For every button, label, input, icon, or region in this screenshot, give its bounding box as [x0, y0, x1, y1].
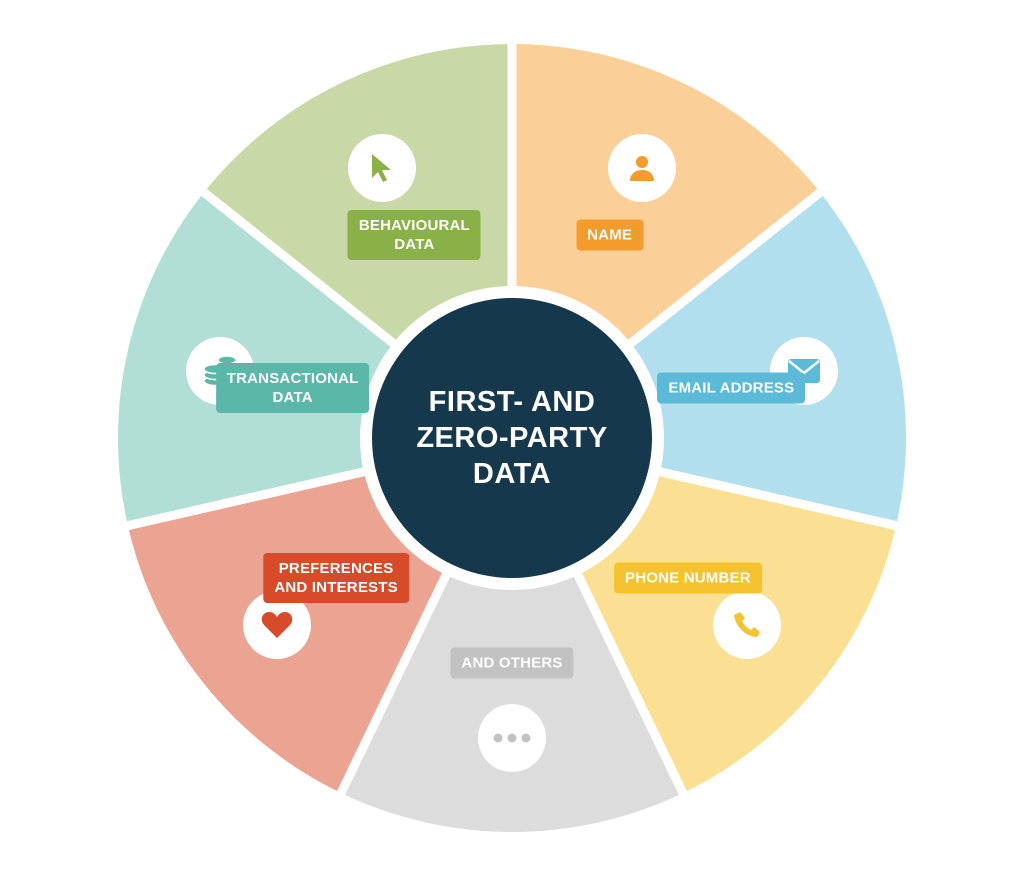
label-phone: PHONE NUMBER: [614, 562, 762, 594]
label-others: AND OTHERS: [450, 647, 574, 679]
label-email: EMAIL ADDRESS: [657, 372, 806, 404]
phone-icon: [712, 591, 781, 660]
segment-divider: [647, 464, 902, 531]
label-line: DATA: [272, 388, 313, 406]
ellipsis-icon: [478, 704, 546, 772]
label-line: BEHAVIOURAL: [358, 217, 470, 235]
segment-divider: [198, 186, 406, 355]
segment-email: [621, 192, 906, 526]
label-line: DATA: [394, 236, 435, 254]
label-line: AND INTERESTS: [274, 579, 398, 597]
center-title-line: FIRST- AND: [428, 386, 596, 418]
segment-divider: [568, 562, 689, 799]
segment-divider: [618, 186, 826, 355]
label-line: AND OTHERS: [461, 654, 563, 672]
segment-behavioural: [203, 44, 513, 351]
label-line: TRANSACTIONAL: [226, 369, 359, 387]
segment-others: [341, 564, 683, 833]
center-title: FIRST- AND ZERO-PARTY DATA: [382, 384, 642, 492]
cursor-icon: [347, 133, 416, 202]
segment-name: [512, 44, 821, 351]
person-icon: [608, 133, 677, 202]
label-line: EMAIL ADDRESS: [668, 379, 795, 397]
segment-divider: [122, 464, 377, 531]
label-line: PREFERENCES: [278, 560, 394, 578]
center-title-line: ZERO-PARTY: [416, 422, 608, 454]
segment-transactional: [118, 192, 403, 526]
label-line: PHONE NUMBER: [625, 569, 751, 587]
segment-divider: [335, 562, 456, 799]
label-line: NAME: [587, 226, 633, 244]
center-disc: [372, 298, 652, 578]
center-title-line: DATA: [472, 458, 552, 490]
label-name: NAME: [576, 219, 644, 251]
